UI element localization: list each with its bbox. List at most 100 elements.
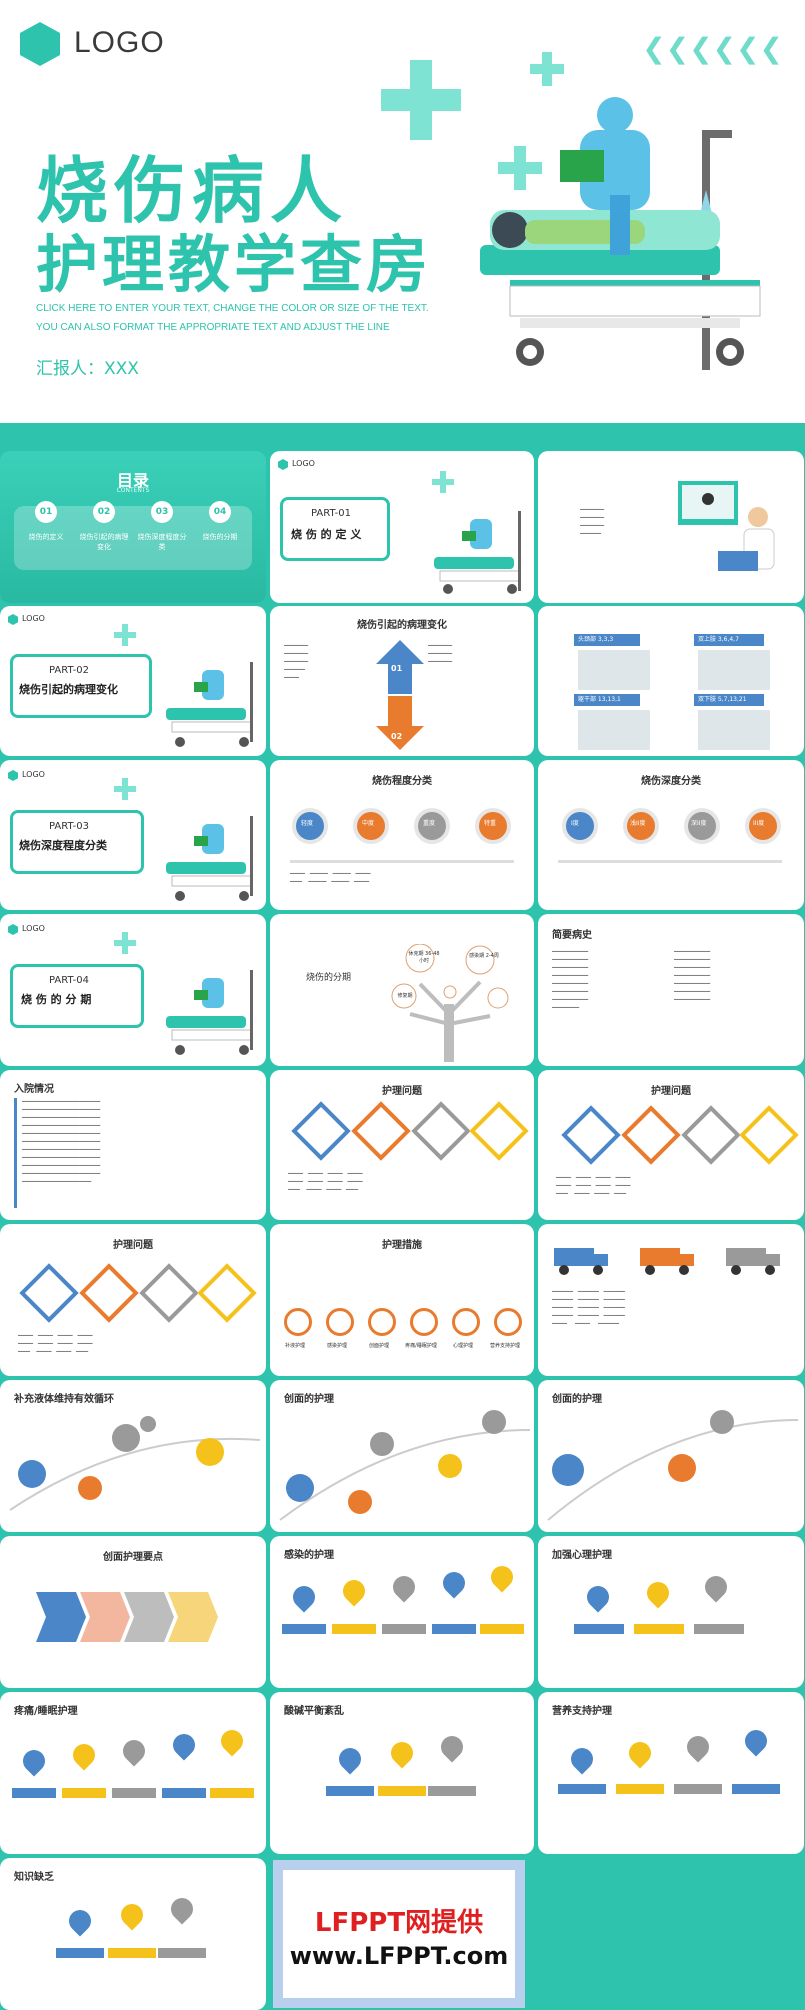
watermark-line2[interactable]: www.LFPPT.com [289, 1942, 509, 1970]
pin-icon-blue [582, 1581, 614, 1613]
burn-area-label-legs: 双下肢 5,7,13,21 [694, 694, 764, 706]
slide-thumb-nursing-problem-3[interactable]: 护理问题 ━━━━━ ━━━━━ ━━━━━ ━━━━━━━━━━ ━━━━━ … [0, 1224, 266, 1376]
admission-title: 入院情况 [14, 1084, 54, 1095]
history-title: 简要病史 [552, 930, 592, 941]
label-bar [432, 1624, 476, 1634]
knowledge-title: 知识缺乏 [14, 1872, 54, 1883]
slide-thumb-toc[interactable]: 目录 CONTENTS 01 02 03 04 烧伤的定义 烧伤引起的病理变化 … [0, 451, 266, 603]
logo-text: LOGO [22, 770, 45, 779]
part-name: 烧伤深度程度分类 [19, 839, 107, 852]
pin-icon-yellow [386, 1737, 418, 1769]
burn-area-label-arms: 双上肢 3,6,4,7 [694, 634, 764, 646]
toc-item-4[interactable]: 烧伤的分期 [202, 533, 238, 541]
logo-text: LOGO [22, 924, 45, 933]
pin-icon-blue [288, 1581, 320, 1613]
measure-label-2: 感染护理 [326, 1343, 347, 1349]
pin-icon-blue [168, 1729, 200, 1761]
pathology-text-left: ━━━━━━━━━━━━━━━━━━━━━━━━━━━━━━━━━━━━ [284, 643, 309, 681]
toc-subtitle: CONTENTS [116, 487, 150, 494]
slide-thumb-staging[interactable]: 烧伤的分期 休克期 36-48小时 感染期 2-4周 修复期 [270, 914, 534, 1066]
cover-title-line2: 护理教学查房 [36, 228, 433, 301]
depth-circle-4 [745, 808, 781, 844]
medical-cross-icon [432, 479, 454, 485]
slide-thumb-part-03[interactable]: LOGO PART-03 烧伤深度程度分类 [0, 760, 266, 910]
measure-label-3: 创面护理 [368, 1343, 389, 1349]
slide-thumb-part-04[interactable]: LOGO PART-04 烧 伤 的 分 期 [0, 914, 266, 1066]
slide-thumb-fluid[interactable]: 补充液体维持有效循环 [0, 1380, 266, 1532]
diamond-icon-gray [411, 1101, 471, 1161]
watermark-line1: LFPPT网提供 [314, 1908, 484, 1938]
part-card: PART-01 烧 伤 的 定 义 [280, 497, 390, 561]
slide-thumb-nutrition[interactable]: 营养支持护理 [538, 1692, 804, 1854]
slide-thumb-history[interactable]: 简要病史 ━━━━━━━━━━━━━━━━━━━━━━━━━━━━━━━━━━━… [538, 914, 804, 1066]
toc-item-3[interactable]: 烧伤深度程度分类 [137, 533, 187, 551]
measure-label-5: 心理护理 [452, 1343, 473, 1349]
depth-circle-2 [623, 808, 659, 844]
nursing-measure-title: 护理措施 [382, 1240, 422, 1251]
diamond-icon-blue [561, 1105, 621, 1165]
staging-bubble-2: 感染期 2-4周 [469, 953, 499, 959]
pin-icon-yellow [68, 1739, 100, 1771]
slide-thumb-nursing-problem-2[interactable]: 护理问题 ━━━━━ ━━━━━ ━━━━━ ━━━━━━━━━━ ━━━━━ … [538, 1070, 804, 1220]
slide-thumb-pain[interactable]: 疼痛/睡眠护理 [0, 1692, 266, 1854]
label-bar [428, 1786, 476, 1796]
wound-care-title: 创面的护理 [284, 1394, 334, 1405]
slide-thumb-nursing-problem-1[interactable]: 护理问题 ━━━━━ ━━━━━ ━━━━━ ━━━━━━━━━━ ━━━━━ … [270, 1070, 534, 1220]
pin-icon-yellow [624, 1737, 656, 1769]
pin-icon-blue [18, 1745, 50, 1777]
logo-text: LOGO [292, 459, 315, 468]
slide-thumb-trucks[interactable]: ━━━━━━━ ━━━━━━━ ━━━━━━━━━━━━━━ ━━━━━━━ ━… [538, 1224, 804, 1376]
body-image [578, 710, 650, 750]
toc-item-1[interactable]: 烧伤的定义 [28, 533, 64, 541]
slide-thumb-depth[interactable]: 烧伤深度分类 I度 浅II度 深II度 III度 [538, 760, 804, 910]
logo-hexagon-icon [8, 924, 18, 935]
pathology-label-02: 02 [391, 732, 403, 741]
part-card: PART-02 烧伤引起的病理变化 [10, 654, 152, 718]
slide-thumb-definition[interactable]: ━━━━━━━━━━━━━━━━━━━━━━━━━━━━━━━ [538, 451, 804, 603]
measure-icon-3 [368, 1308, 396, 1336]
toc-item-2[interactable]: 烧伤引起的病理变化 [79, 533, 129, 551]
label-bar [382, 1624, 426, 1634]
cover-slide: LOGO ❮❮❮❮❮❮ 烧伤病人 护理教学查房 CLICK HERE TO EN… [0, 0, 805, 423]
part-name: 烧 伤 的 定 义 [291, 528, 362, 541]
slide-thumb-knowledge[interactable]: 知识缺乏 [0, 1858, 266, 2010]
slide-thumb-wound-care-1[interactable]: 创面的护理 [270, 1380, 534, 1532]
logo-hexagon-icon [8, 614, 18, 625]
slide-thumb-acid-base[interactable]: 酸碱平衡紊乱 [270, 1692, 534, 1854]
pathology-label-01: 01 [391, 664, 403, 673]
degree-circle-4 [475, 808, 511, 844]
pin-icon-gray [118, 1735, 150, 1767]
slide-thumb-admission[interactable]: 入院情况 ━━━━━━━━━━━━━━━━━━━━━━━━━━━━━━━━━━━… [0, 1070, 266, 1220]
slide-thumb-burn-area[interactable]: 头颈部 3,3,3 双上肢 3,6,4,7 躯干部 13,13,1 双下肢 5,… [538, 606, 804, 756]
part-number: PART-01 [311, 508, 351, 519]
toc-num-1: 01 [35, 501, 57, 523]
pin-icon-gray [682, 1731, 714, 1763]
cover-subtitle-line2: YOU CAN ALSO FORMAT THE APPROPRIATE TEXT… [36, 322, 390, 333]
slide-thumb-part-01[interactable]: LOGO PART-01 烧 伤 的 定 义 [270, 451, 534, 603]
degree-label-4: 特重 [484, 820, 497, 827]
part-card: PART-04 烧 伤 的 分 期 [10, 964, 144, 1028]
slide-thumb-degree[interactable]: 烧伤程度分类 轻度 中度 重度 特重 ━━━━━ ━━━━━━ ━━━━━━ ━… [270, 760, 534, 910]
logo-hexagon-icon [20, 22, 60, 66]
diamond-icon-yellow [469, 1101, 529, 1161]
slide-thumb-wound-points[interactable]: 创面护理要点 [0, 1536, 266, 1688]
depth-label-1: I度 [571, 820, 579, 827]
slide-thumb-pathology[interactable]: 烧伤引起的病理变化 ━━━━━━━━━━━━━━━━━━━━━━━━━━━━━━… [270, 606, 534, 756]
pin-icon-gray [166, 1893, 198, 1925]
slide-thumb-infection[interactable]: 感染的护理 [270, 1536, 534, 1688]
diamond-icon-orange [351, 1101, 411, 1161]
part-number: PART-04 [49, 975, 89, 986]
pathology-title: 烧伤引起的病理变化 [357, 620, 447, 631]
diamond-icon-blue [291, 1101, 351, 1161]
curve-process-diagram [9, 1416, 261, 1511]
slide-thumb-part-02[interactable]: LOGO PART-02 烧伤引起的病理变化 [0, 606, 266, 756]
slide-thumb-psych[interactable]: 加强心理护理 [538, 1536, 804, 1688]
part-name: 烧 伤 的 分 期 [21, 993, 92, 1006]
pin-icon-yellow [338, 1575, 370, 1607]
slide-thumb-wound-care-2[interactable]: 创面的护理 [538, 1380, 804, 1532]
measure-label-6: 营养支持护理 [489, 1343, 520, 1349]
body-image [698, 650, 770, 690]
slide-thumb-nursing-measure[interactable]: 护理措施 补液护理 感染护理 创面护理 疼痛/睡眠护理 心理护理 营养支持护理 [270, 1224, 534, 1376]
doctor-patient-illustration [480, 97, 761, 370]
fluid-title: 补充液体维持有效循环 [14, 1394, 114, 1405]
